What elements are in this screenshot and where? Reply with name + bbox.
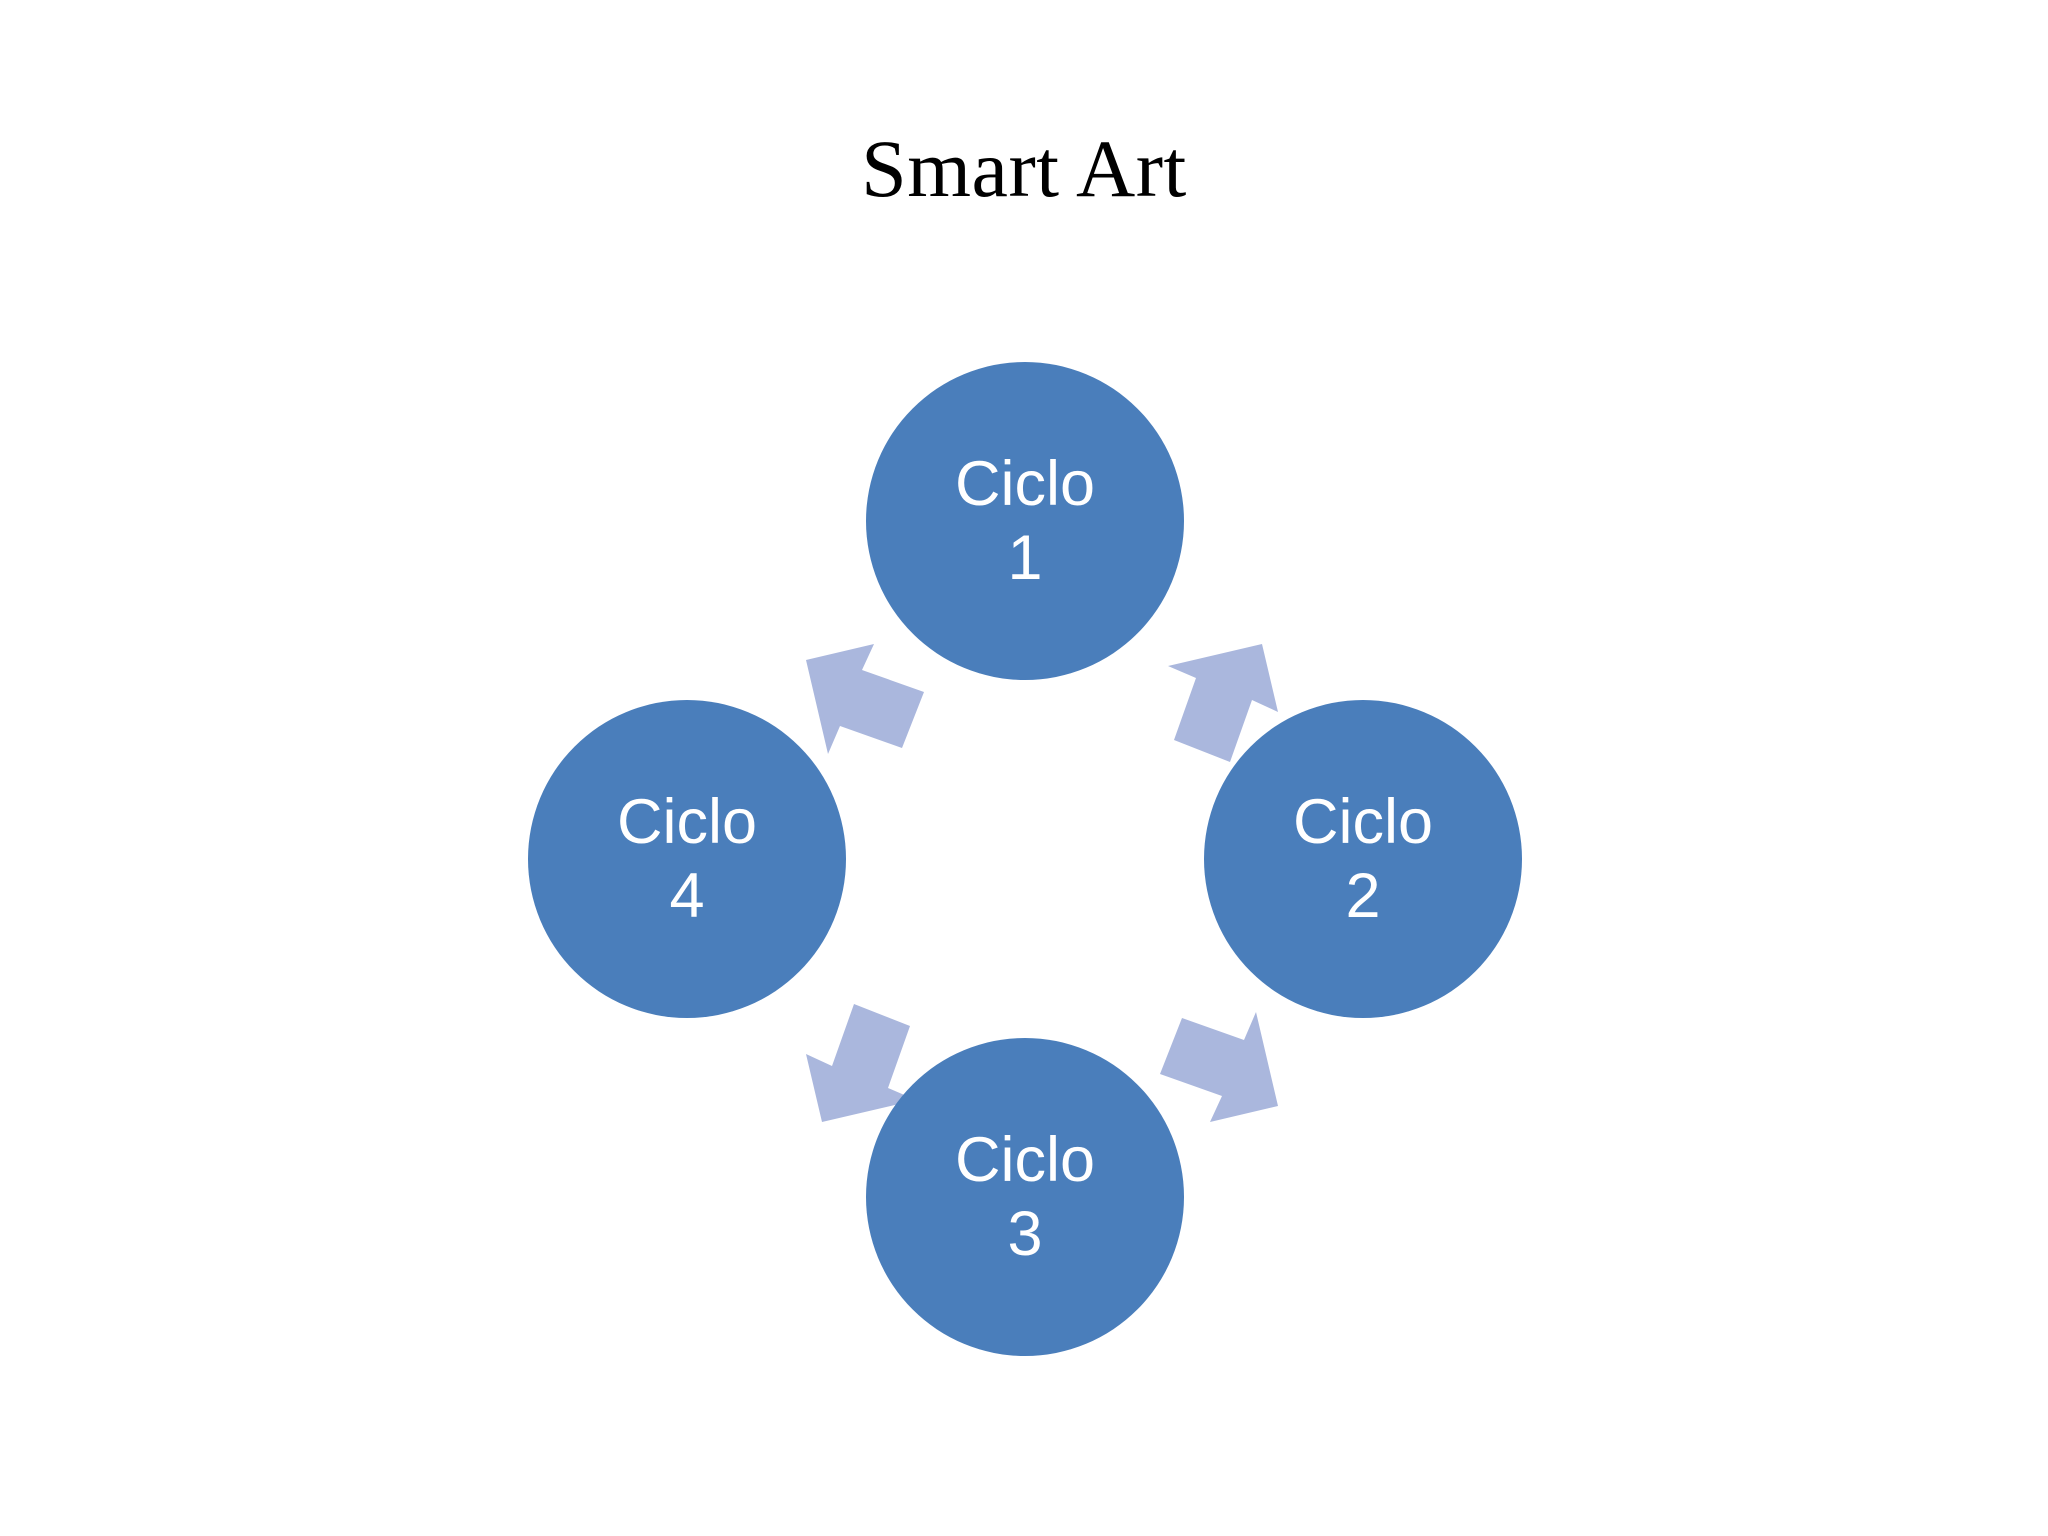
cycle-node-ciclo-2[interactable]: Ciclo 2 <box>1204 700 1522 1018</box>
page-title: Smart Art <box>861 123 1187 214</box>
cycle-arrow-ciclo4-to-ciclo1[interactable] <box>790 628 940 778</box>
cycle-arrow-icon <box>1168 644 1278 762</box>
cycle-arrow-ciclo2-to-ciclo3[interactable] <box>1144 988 1294 1138</box>
cycle-arrow-icon <box>806 1004 916 1122</box>
cycle-arrow-ciclo3-to-ciclo4[interactable] <box>790 988 940 1138</box>
cycle-node-index: 2 <box>1345 861 1381 931</box>
cycle-node-index: 3 <box>1007 1199 1043 1269</box>
cycle-node-label: Ciclo <box>1292 786 1434 857</box>
cycle-node-ciclo-1[interactable]: Ciclo 1 <box>866 362 1184 680</box>
cycle-node-index: 1 <box>1007 523 1043 593</box>
cycle-node-label: Ciclo <box>616 786 758 857</box>
cycle-arrow-ciclo1-to-ciclo2[interactable] <box>1144 628 1294 778</box>
cycle-node-index: 4 <box>669 861 705 931</box>
cycle-node-ciclo-4[interactable]: Ciclo 4 <box>528 700 846 1018</box>
cycle-arrow-icon <box>806 644 924 754</box>
cycle-node-ciclo-3[interactable]: Ciclo 3 <box>866 1038 1184 1356</box>
cycle-node-label: Ciclo <box>954 448 1096 519</box>
cycle-arrow-icon <box>1160 1012 1278 1122</box>
cycle-node-label: Ciclo <box>954 1124 1096 1195</box>
